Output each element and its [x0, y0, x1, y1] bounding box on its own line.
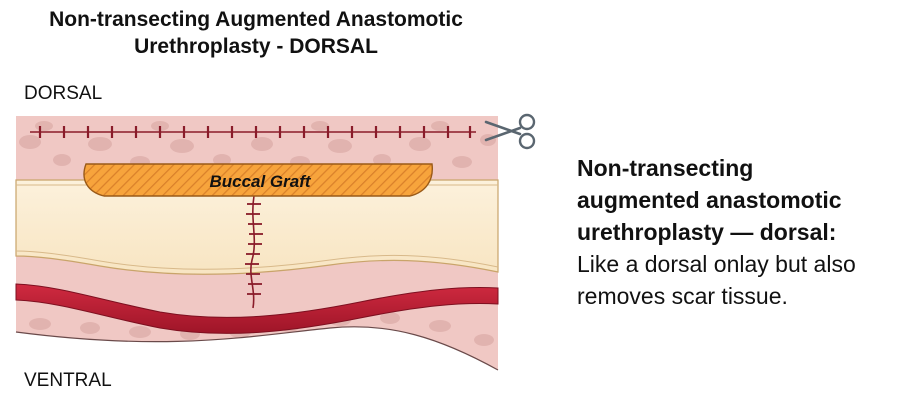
- description-text: Like a dorsal onlay but also removes sca…: [577, 251, 856, 309]
- description-heading: Non-transecting augmented anastomotic ur…: [577, 155, 842, 245]
- anastomosis-suture: [245, 195, 263, 309]
- procedure-description: Non-transecting augmented anastomotic ur…: [577, 152, 877, 312]
- buccal-graft: Buccal Graft: [83, 163, 433, 197]
- blood-vessel: [15, 283, 499, 334]
- urethroplasty-illustration: Buccal Graft: [15, 113, 536, 371]
- title-line-2: Urethroplasty - DORSAL: [134, 35, 378, 58]
- ventral-label: VENTRAL: [24, 370, 112, 391]
- scissors-icon: [484, 113, 536, 150]
- graft-label: Buccal Graft: [209, 172, 311, 191]
- diagram-title: Non-transecting Augmented Anastomotic Ur…: [0, 6, 512, 60]
- title-line-1: Non-transecting Augmented Anastomotic: [49, 8, 463, 31]
- dorsal-suture-line: [30, 126, 476, 138]
- dorsal-label: DORSAL: [24, 83, 103, 104]
